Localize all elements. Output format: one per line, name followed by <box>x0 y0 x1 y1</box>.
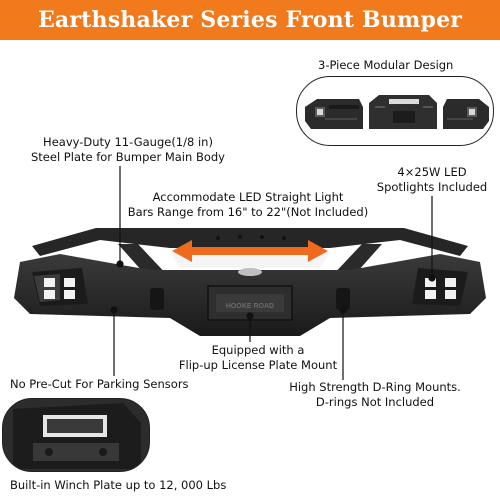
center-badge <box>238 268 262 276</box>
steel-plate-line1: Heavy-Duty 11-Gauge(1/8 in) <box>43 135 213 149</box>
d-ring-label: High Strength D-Ring Mounts. D-rings Not… <box>250 380 500 410</box>
right-bumper-piece <box>443 99 489 129</box>
left-bumper-piece <box>305 99 363 129</box>
modular-pieces-inset <box>296 76 494 146</box>
license-plate-line2: Flip-up License Plate Mount <box>178 358 338 372</box>
left-led-housing <box>32 268 88 306</box>
light-bars-line2: Bars Range from 16" to 22"(Not Included) <box>127 205 369 219</box>
plate-logo-text: HOOKE ROAD <box>226 303 274 310</box>
winch-plate-inset <box>2 398 150 472</box>
led-spotlights-line2: Spotlights Included <box>376 180 488 194</box>
light-bars-label: Accommodate LED Straight Light Bars Rang… <box>118 190 378 220</box>
d-ring-line1: High Strength D-Ring Mounts. <box>289 380 461 394</box>
right-d-ring-mount <box>336 288 350 310</box>
winch-plate-label: Built-in Winch Plate up to 12, 000 Lbs <box>10 478 227 492</box>
license-plate-line1: Equipped with a <box>211 343 305 357</box>
right-led-housing <box>412 268 468 306</box>
parking-sensor-label: No Pre-Cut For Parking Sensors <box>10 377 189 391</box>
light-bars-line1: Accommodate LED Straight Light <box>152 190 344 204</box>
d-ring-line2: D-rings Not Included <box>315 395 435 409</box>
title-banner: Earthshaker Series Front Bumper <box>0 0 500 40</box>
hoop-holes <box>216 235 286 240</box>
light-bar-gap <box>170 252 330 268</box>
led-spotlights-label: 4×25W LED Spotlights Included <box>372 165 492 195</box>
page-title: Earthshaker Series Front Bumper <box>37 7 463 33</box>
top-hoop <box>32 228 468 256</box>
modular-pieces-image <box>305 95 489 129</box>
winch-plate-image <box>3 399 149 471</box>
main-bumper-image: HOOKE ROAD <box>14 228 486 336</box>
modular-design-label: 3-Piece Modular Design <box>318 58 454 72</box>
light-bar-range-arrow <box>172 240 328 262</box>
led-spotlights-line1: 4×25W LED <box>397 165 467 179</box>
license-plate-label: Equipped with a Flip-up License Plate Mo… <box>158 343 358 373</box>
steel-plate-label: Heavy-Duty 11-Gauge(1/8 in) Steel Plate … <box>28 135 228 165</box>
left-d-ring-mount <box>150 288 164 310</box>
steel-plate-line2: Steel Plate for Bumper Main Body <box>31 150 225 164</box>
center-bumper-piece <box>369 95 437 129</box>
